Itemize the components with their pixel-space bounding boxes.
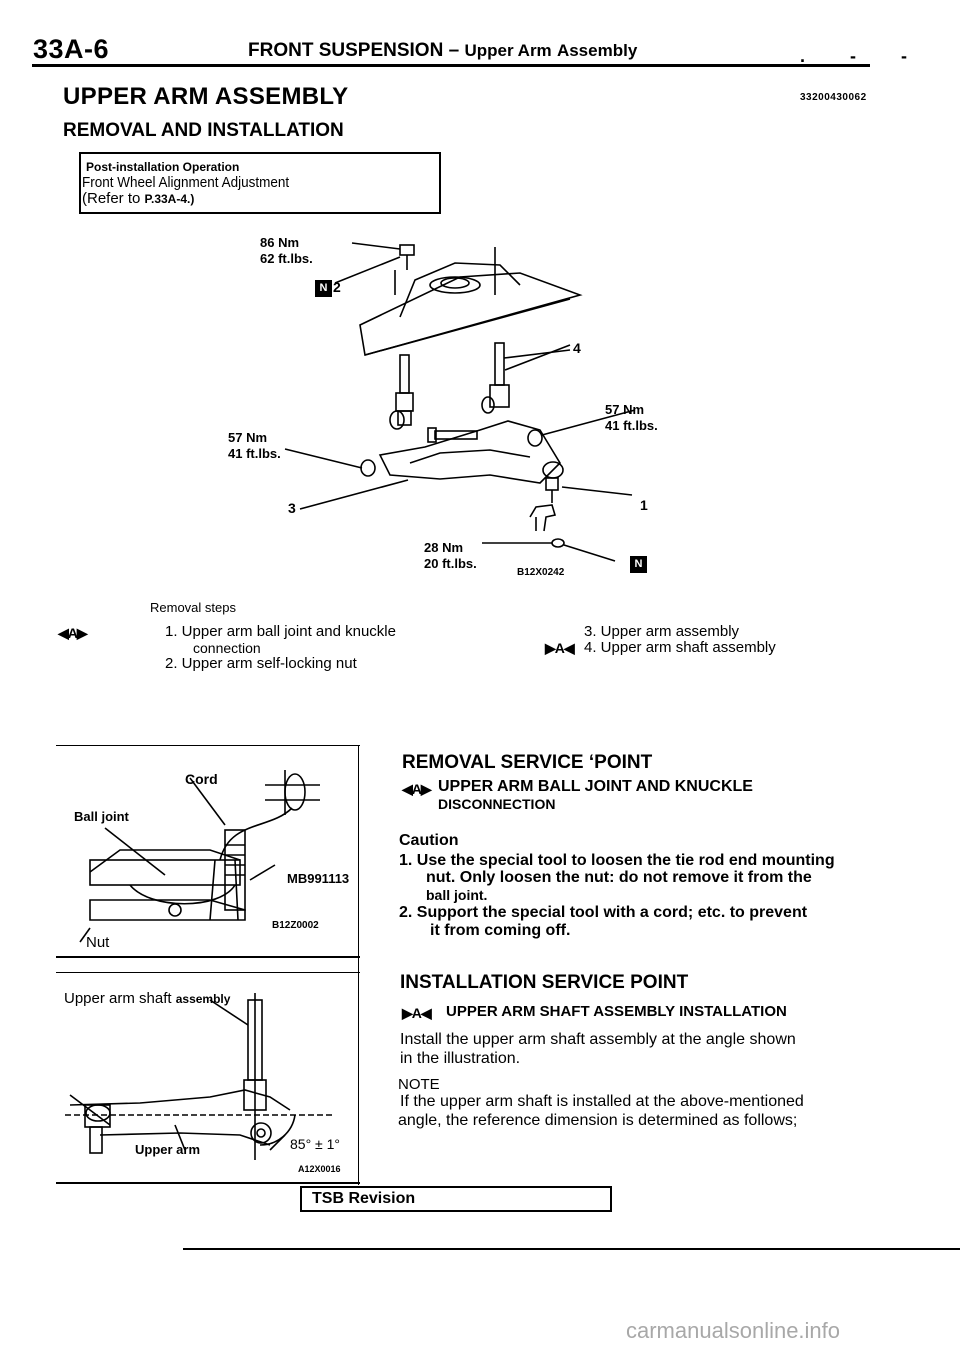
section-subtitle: REMOVAL AND INSTALLATION (63, 120, 344, 141)
nut-badge-top: N (315, 280, 332, 297)
figure-divider-2 (56, 972, 360, 973)
marker-a-installation: ▶A◀ (545, 640, 575, 656)
post-installation-line2: (Refer to P.33A-4.) (82, 190, 194, 207)
section-title-sub2: Assembly (556, 41, 638, 60)
removal-service-sub-line1: UPPER ARM BALL JOINT AND KNUCKLE (438, 778, 753, 795)
section-title: FRONT SUSPENSION – Upper Arm Assembly (248, 40, 637, 62)
installation-text-line2: in the illustration. (400, 1050, 521, 1067)
figure-code-tool: B12Z0002 (272, 920, 319, 931)
post-installation-box (79, 152, 441, 214)
torque-right-nm: 57 Nm (605, 402, 645, 417)
bottom-rule (183, 1248, 960, 1250)
torque-left-ftlbs: 41 ft.lbs. (228, 446, 281, 461)
caution-item-2-line2: it from coming off. (430, 922, 571, 939)
label-upper-arm-shaft-assembly: assembly (175, 992, 231, 1006)
caution-item-1-line3: ball joint. (426, 887, 488, 903)
figure-divider-1 (56, 956, 360, 958)
page-code: 33A-6 (33, 34, 110, 64)
removal-step-1: 1. Upper arm ball joint and knuckle (165, 623, 396, 640)
removal-service-marker: ◀A▶ (402, 781, 432, 797)
torque-top-ftlbs: 62 ft.lbs. (260, 251, 313, 266)
label-angle: 85° ± 1° (290, 1136, 341, 1152)
label-upper-arm-shaft: Upper arm shaft assembly (64, 990, 230, 1007)
figure-code-shaft: A12X0016 (298, 1164, 341, 1174)
section-title-dash: – (448, 40, 460, 61)
figure-top-rule (56, 745, 360, 746)
torque-top: 86 Nm 62 ft.lbs. (260, 235, 313, 267)
caution-item-1-line2: nut. Only loosen the nut: do not remove … (426, 869, 812, 886)
section-title-main: FRONT SUSPENSION (248, 40, 444, 61)
note-label: NOTE (398, 1076, 440, 1093)
post-installation-heading: Post-installation Operation (86, 160, 240, 174)
removal-step-1-cont: connection (193, 640, 261, 656)
removal-step-4: 4. Upper arm shaft assembly (584, 639, 776, 656)
nut-badge-bottom: N (630, 556, 647, 573)
label-special-tool: MB991113 (287, 871, 350, 886)
torque-bottom: 28 Nm 20 ft.lbs. (424, 540, 477, 572)
header-rule (32, 64, 870, 67)
note-line1: If the upper arm shaft is installed at t… (400, 1093, 804, 1110)
label-upper-arm: Upper arm (135, 1142, 201, 1157)
installation-service-marker: ▶A◀ (402, 1005, 432, 1021)
document-code: 33200430062 (800, 92, 867, 103)
installation-service-point-title: INSTALLATION SERVICE POINT (400, 972, 689, 993)
torque-right-ftlbs: 41 ft.lbs. (605, 418, 658, 433)
marker-a-removal: ◀A▶ (58, 625, 88, 641)
removal-steps-heading: Removal steps (150, 600, 236, 615)
section-title-sub: Upper Arm (464, 41, 552, 60)
removal-service-sub-line2: DISCONNECTION (438, 796, 556, 812)
callout-3: 3 (288, 500, 296, 516)
callout-2: 2 (333, 279, 341, 295)
upper-arm-shaft-angle-illustration (65, 993, 335, 1160)
ball-joint-tool-illustration (79, 770, 320, 943)
callout-4: 4 (573, 340, 581, 356)
figure-column-rule (358, 745, 359, 1185)
post-installation-line1: Front Wheel Alignment Adjustment (82, 174, 290, 191)
label-ball-joint: Ball joint (74, 809, 129, 824)
label-nut: Nut (86, 934, 110, 951)
page-title: UPPER ARM ASSEMBLY (63, 83, 349, 110)
torque-bottom-ftlbs: 20 ft.lbs. (424, 556, 477, 571)
callout-1: 1 (640, 497, 648, 513)
note-line2: angle, the reference dimension is determ… (398, 1112, 798, 1129)
installation-service-sub: UPPER ARM SHAFT ASSEMBLY INSTALLATION (446, 1003, 787, 1020)
removal-service-point-title: REMOVAL SERVICE ‘POINT (402, 752, 653, 773)
upper-arm-exploded-illustration (284, 242, 636, 562)
caution-label: Caution (399, 832, 459, 849)
torque-left-nm: 57 Nm (228, 430, 268, 445)
header-marks: . - - (800, 46, 927, 66)
installation-text-line1: Install the upper arm shaft assembly at … (400, 1031, 796, 1048)
torque-left: 57 Nm 41 ft.lbs. (228, 430, 281, 462)
tsb-revision-box (300, 1186, 612, 1212)
caution-item-1-line1: 1. Use the special tool to loosen the ti… (399, 852, 835, 869)
torque-top-nm: 86 Nm (260, 235, 300, 250)
removal-step-3: 3. Upper arm assembly (584, 623, 740, 640)
watermark: carmanualsonline.info (626, 1318, 841, 1343)
post-installation-page-ref[interactable]: P.33A-4.) (144, 192, 195, 206)
figure-bottom-rule (56, 1182, 360, 1184)
tsb-revision-label: TSB Revision (312, 1190, 416, 1207)
caution-item-2-line1: 2. Support the special tool with a cord;… (399, 904, 808, 921)
torque-bottom-nm: 28 Nm (424, 540, 464, 555)
label-upper-arm-shaft-text: Upper arm shaft (64, 990, 172, 1007)
label-cord: Cord (185, 771, 218, 787)
removal-step-2: 2. Upper arm self-locking nut (165, 655, 357, 672)
figure-code-main: B12X0242 (517, 567, 565, 578)
post-installation-refer: (Refer to (82, 190, 141, 207)
torque-right: 57 Nm 41 ft.lbs. (605, 402, 658, 434)
